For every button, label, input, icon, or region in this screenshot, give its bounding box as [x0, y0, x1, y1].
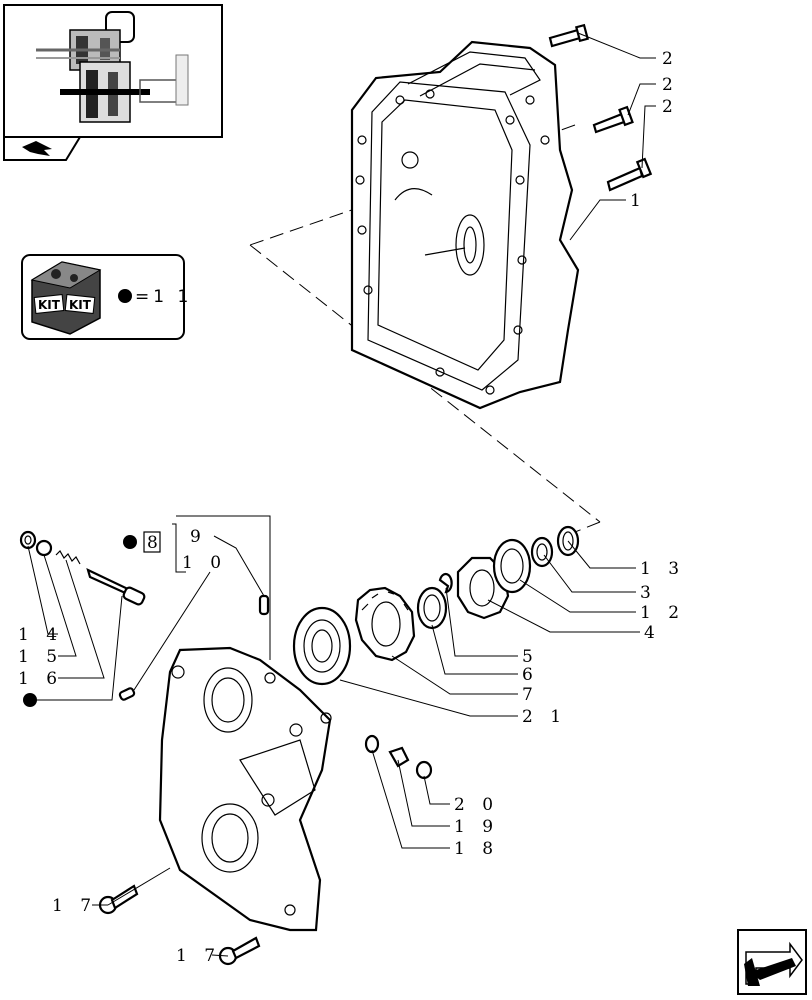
selective-item-9: 9: [190, 527, 207, 547]
cover-bolt-part: [218, 936, 261, 966]
callout-4: 4: [644, 623, 661, 643]
dowel-pin-part: [118, 687, 136, 701]
callout-3: 3: [640, 583, 657, 603]
kit-badge-label-1: KIT: [38, 298, 61, 312]
gear-part: [354, 586, 416, 662]
callout-7: 7: [522, 685, 539, 705]
kit-equals-label: =1 1: [135, 287, 192, 307]
bolt-part: [548, 23, 590, 48]
bullet-marker-icon: [118, 289, 132, 303]
callout-21: 2 1: [522, 707, 567, 727]
upper-housing-part: [350, 40, 580, 410]
callout-17: 1 7: [52, 896, 97, 916]
kit-legend: KIT KIT =1 1: [21, 254, 192, 340]
bolt-part: [606, 157, 653, 192]
next-arrow-icon[interactable]: [737, 929, 807, 995]
callout-16: 1 6: [18, 669, 63, 689]
kit-box-icon: KIT KIT: [30, 261, 102, 335]
assembly-thumbnail-icon: [36, 11, 189, 123]
callout-17: 1 7: [176, 946, 221, 966]
callout-1: 1: [630, 191, 647, 211]
callout-2: 2: [662, 97, 679, 117]
bullet-marker-icon: [123, 535, 137, 549]
callout-2: 2: [662, 75, 679, 95]
back-arrow-icon[interactable]: [3, 136, 82, 161]
thrust-washer-part: [416, 586, 448, 630]
plug-assembly: [364, 734, 433, 780]
selective-item-10: 1 0: [182, 553, 227, 573]
callout-5: 5: [522, 647, 539, 667]
bullet-marker-icon: [23, 693, 37, 707]
selective-number: 8: [147, 533, 164, 553]
callout-2: 2: [662, 49, 679, 69]
kit-badge-label-2: KIT: [69, 298, 92, 312]
callout-19: 1 9: [454, 817, 499, 837]
callout-6: 6: [522, 665, 539, 685]
callout-20: 2 0: [454, 795, 499, 815]
dowel-pin-part: [258, 594, 270, 616]
assembly-reference-line: [559, 521, 601, 539]
selective-bracket: 8 9 1 0: [123, 527, 227, 573]
leader-lines: [27, 32, 656, 957]
callout-13: 1 3: [640, 559, 685, 579]
lower-cover-part: [158, 646, 332, 932]
bearing-part: [492, 538, 532, 594]
callout-18: 1 8: [454, 839, 499, 859]
cover-bolt-part: [98, 884, 139, 915]
callout-12: 1 2: [640, 603, 685, 623]
selective-number-box: [143, 531, 161, 553]
assembly-thumbnail[interactable]: [3, 4, 223, 138]
callout-15: 1 5: [18, 647, 63, 667]
bearing-part: [292, 606, 352, 686]
detent-assembly: [19, 530, 146, 606]
callout-14: 1 4: [18, 625, 63, 645]
bolt-part: [592, 105, 634, 134]
